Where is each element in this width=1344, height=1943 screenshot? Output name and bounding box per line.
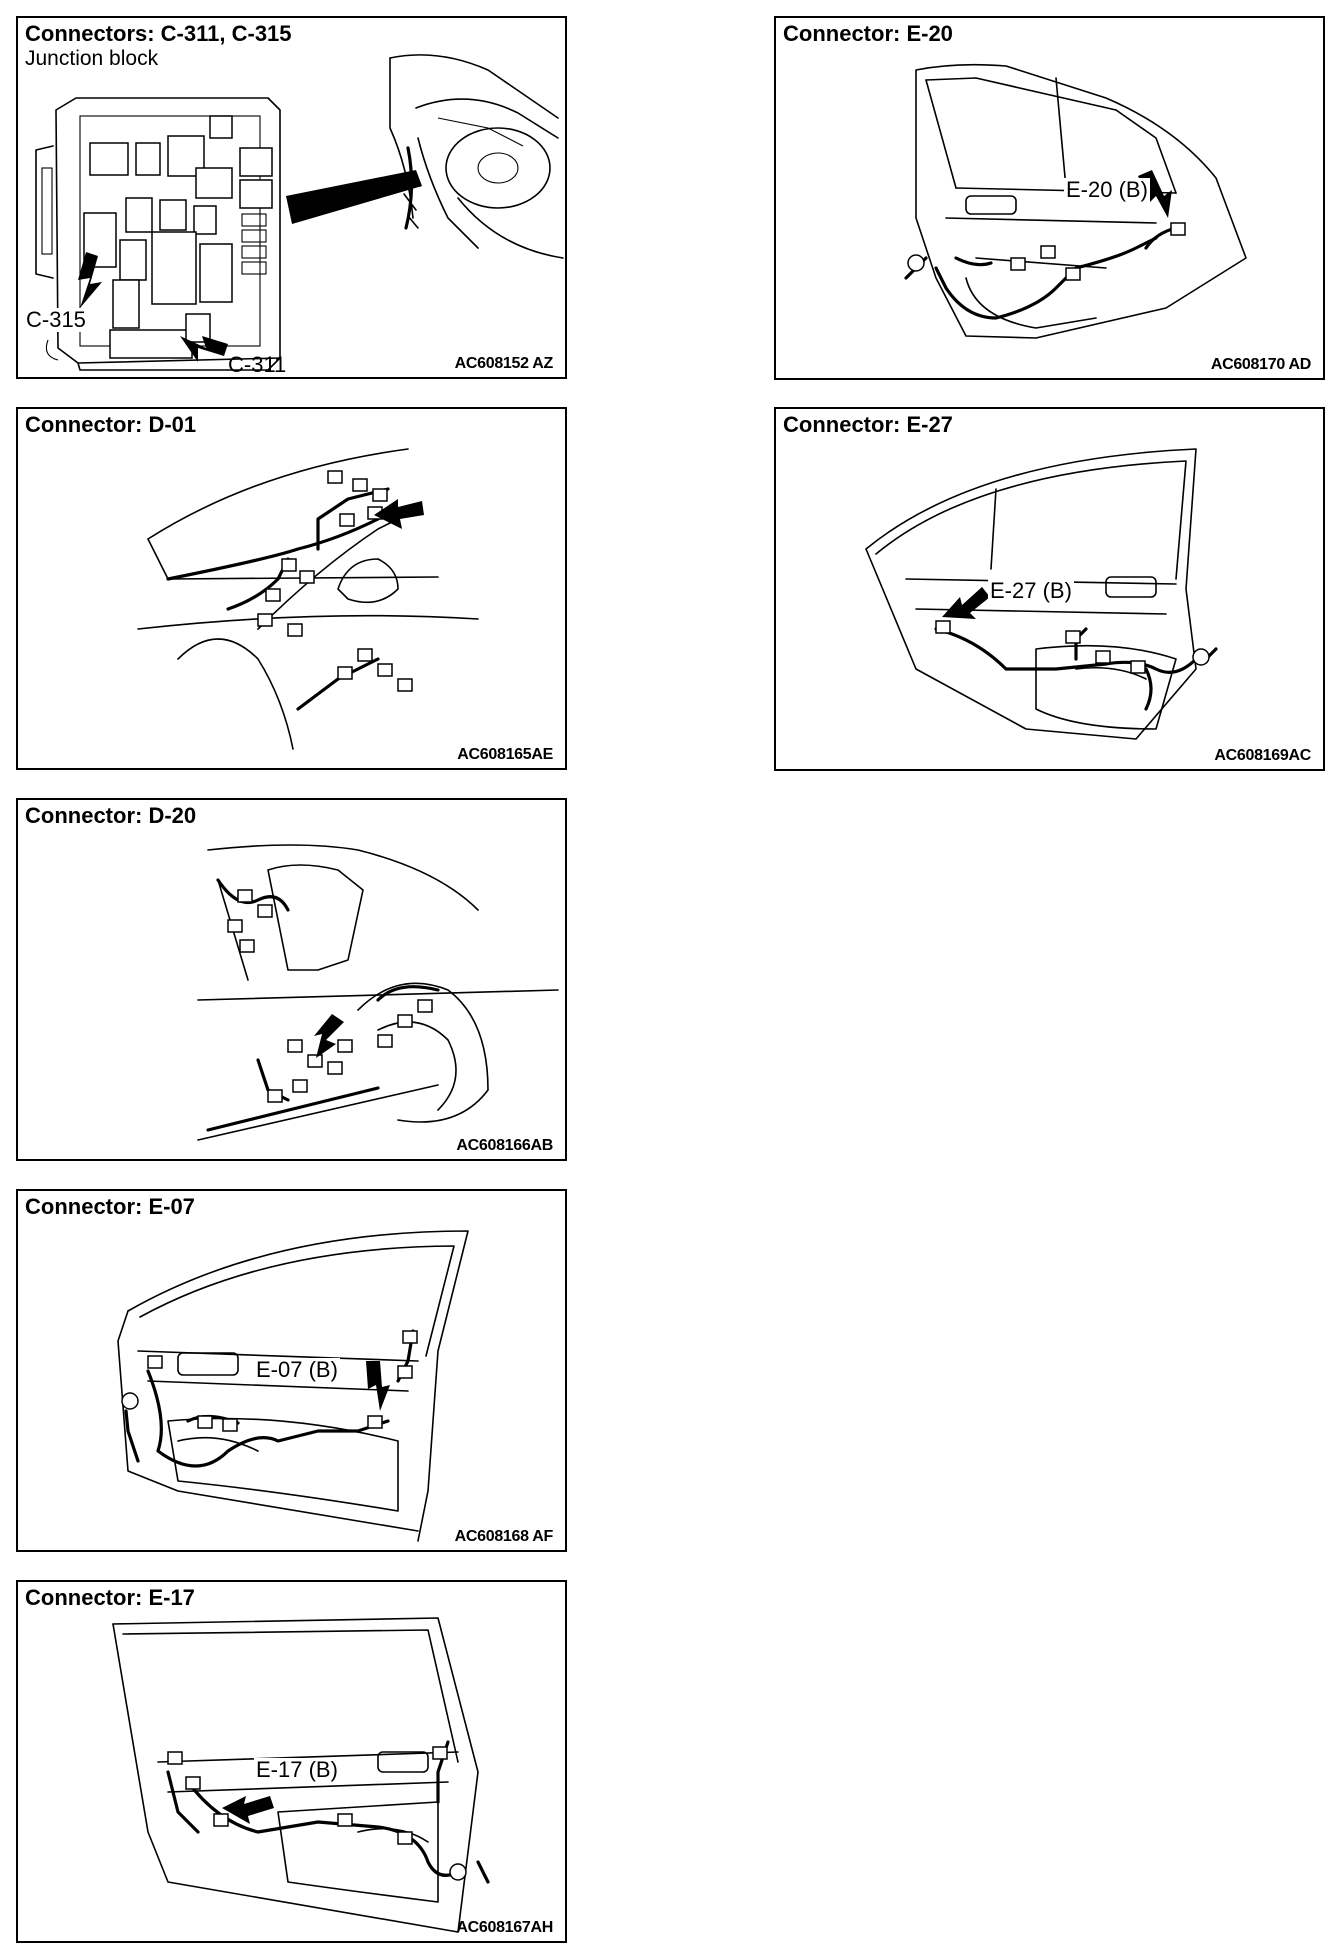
e07-door-illustration — [117, 1230, 469, 1542]
figure-code: AC608170 AD — [1210, 356, 1311, 373]
panel-title: Connectors: C-311, C-315 — [25, 21, 292, 46]
e27-connectors — [935, 620, 1210, 674]
panel-title: Connector: E-27 — [783, 412, 953, 437]
e07-connectors — [121, 1330, 418, 1432]
callout-e17-b: E-17 (B) — [254, 1757, 340, 1782]
panel-title: Connector: D-20 — [25, 803, 197, 828]
figure-code: AC608167AH — [456, 1919, 553, 1936]
figure-code: AC608169AC — [1214, 747, 1311, 764]
figure-code: AC608166AB — [456, 1137, 553, 1154]
e20-connectors — [907, 222, 1186, 281]
panel-title: Connector: E-20 — [783, 21, 953, 46]
callout-e27-b: E-27 (B) — [988, 578, 1074, 603]
panel-e07: Connector: E-07 E-07 (B) AC608168 AF — [16, 1189, 567, 1552]
panel-e17: Connector: E-17 E-17 (B) AC608167AH — [16, 1580, 567, 1943]
panel-d20: Connector: D-20 AC608166AB — [16, 798, 567, 1161]
e17-connectors — [167, 1746, 467, 1881]
figure-code: AC608168 AF — [454, 1528, 554, 1545]
panel-title: Connector: E-07 — [25, 1194, 195, 1219]
panel-title: Connector: D-01 — [25, 412, 197, 437]
callout-e20-b: E-20 (B) — [1064, 177, 1150, 202]
callout-e07-b: E-07 (B) — [254, 1357, 340, 1382]
label-c315: C-315 — [24, 307, 88, 332]
panel-subtitle: Junction block — [25, 47, 159, 70]
d20-connectors — [227, 889, 433, 1103]
figure-code: AC608165AE — [457, 746, 553, 763]
panel-title: Connector: E-17 — [25, 1585, 195, 1610]
label-c311: C-311 — [228, 352, 287, 377]
e20-door-illustration — [904, 63, 1247, 339]
d20-illustration — [197, 844, 559, 1141]
e27-door-illustration — [865, 448, 1218, 740]
d01-connectors — [257, 470, 413, 692]
panel-d01: Connector: D-01 AC608165AE — [16, 407, 567, 770]
panel-e27: Connector: E-27 E-27 (B) AC608169AC — [774, 407, 1325, 771]
e17-door-illustration — [112, 1617, 490, 1933]
figure-code: AC608152 AZ — [454, 355, 554, 372]
d01-illustration — [137, 448, 479, 750]
junction-block-illustration — [35, 54, 564, 371]
panel-c311-c315: Connectors: C-311, C-315 Junction block … — [16, 16, 567, 379]
panel-e20: Connector: E-20 E-20 (B) AC608170 AD — [774, 16, 1325, 380]
